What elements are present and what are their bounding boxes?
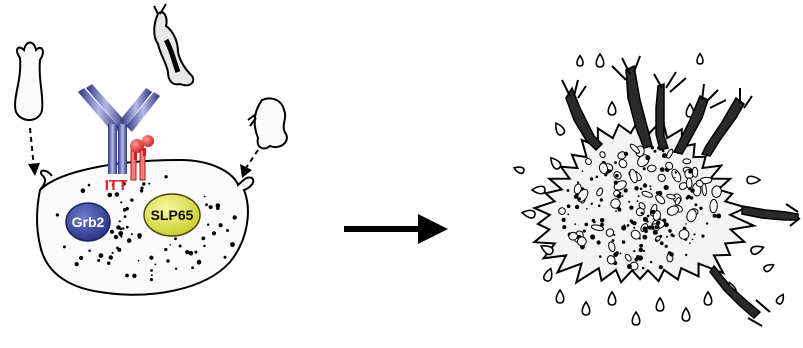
arrow-dashed	[246, 150, 258, 168]
arrow-dashed	[30, 128, 34, 168]
grb2-protein: Grb2	[66, 203, 110, 241]
activated-cell-group	[513, 54, 800, 326]
slp65-label: SLP65	[151, 207, 194, 223]
cellular-fragment-icon	[15, 43, 43, 121]
slp65-protein: SLP65	[144, 194, 200, 236]
arrow-head-icon	[28, 163, 40, 176]
left-cell-group: Grb2 SLP65 ITT	[15, 4, 287, 295]
cellular-fragment-icon	[248, 98, 287, 148]
arrow-head-icon	[240, 164, 252, 178]
cellular-fragment-icon	[154, 4, 193, 85]
grb2-label: Grb2	[72, 214, 105, 230]
itt-label: ITT	[105, 177, 128, 194]
arrow-right-icon	[344, 214, 448, 244]
